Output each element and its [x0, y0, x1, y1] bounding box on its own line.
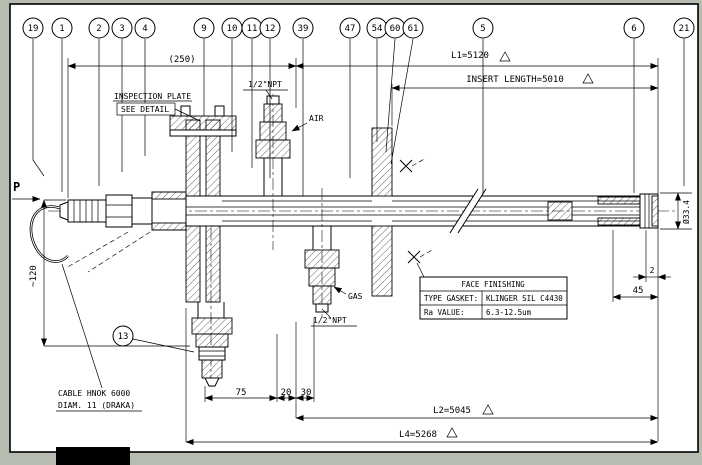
balloon-10: 10: [221, 17, 243, 39]
balloon-19-label: 19: [28, 24, 39, 34]
dim-120: ~120: [29, 199, 190, 347]
flange-2: [371, 127, 393, 297]
lance-tube: [152, 195, 658, 227]
table-ra-label: Ra VALUE:: [424, 308, 465, 317]
npt-air-label: 1/2"NPT: [243, 80, 288, 100]
gas-label: GAS: [333, 286, 363, 301]
dim-insert-text: INSERT LENGTH=5010: [466, 75, 564, 85]
balloon-61: 61: [402, 17, 424, 39]
balloon-12-label: 12: [265, 24, 276, 34]
table-title: FACE FINISHING: [461, 280, 525, 289]
dim-120-text: ~120: [29, 265, 39, 287]
balloon-61-label: 61: [408, 24, 419, 34]
revision-triangle-icon: [499, 51, 511, 62]
inspection-note-line2: SEE DETAIL: [121, 105, 169, 114]
dim-l4: L4=5268: [185, 308, 659, 445]
gas-fitting: [304, 226, 340, 313]
inspection-note-line1: INSPECTION PLATE: [114, 92, 191, 101]
balloon-60: 60: [384, 17, 406, 39]
break-lines: [449, 188, 487, 234]
drain-pipe-fitting: [191, 302, 233, 387]
surface-finish-marks: [399, 157, 433, 278]
balloon-4-label: 4: [142, 24, 147, 34]
npt-gas-label: 1/2"NPT: [311, 308, 357, 327]
balloon-2-label: 2: [96, 24, 101, 34]
air-text: AIR: [309, 114, 324, 123]
dim-l1-text: L1=5120: [451, 51, 489, 61]
balloon-4: 4: [134, 17, 156, 39]
balloon-54: 54: [366, 17, 388, 39]
inspection-plate: [169, 105, 237, 137]
balloon-3-label: 3: [119, 24, 124, 34]
balloon-1-label: 1: [59, 24, 64, 34]
face-finishing-table: FACE FINISHING TYPE GASKET: KLINGER SIL …: [419, 276, 568, 320]
gas-text: GAS: [348, 292, 363, 301]
dim-75-20-30: 75 20 30: [204, 318, 315, 402]
dim-20-text: 20: [281, 388, 292, 398]
cable-note-line1: CABLE HNOK 6000: [58, 389, 130, 398]
balloon-47: 47: [339, 17, 361, 39]
dim-2-text: 2: [650, 266, 655, 275]
balloon-10-label: 10: [227, 24, 238, 34]
table-gasket-value: KLINGER SIL C4430: [486, 294, 563, 303]
balloon-6-label: 6: [631, 24, 636, 34]
balloon-row: 19 1 2 3 4 9 10 11 12 39 47 54 60 61 5 6…: [22, 17, 695, 39]
revision-triangle-icon: [582, 73, 594, 84]
balloon-60-label: 60: [390, 24, 401, 34]
igniter-plug: [59, 191, 187, 231]
dim-75-text: 75: [236, 388, 247, 398]
balloon-13: 13: [112, 325, 134, 347]
balloon-12: 12: [259, 17, 281, 39]
dim-l2-text: L2=5045: [433, 406, 471, 416]
balloon-11-label: 11: [247, 24, 258, 34]
cable-note: CABLE HNOK 6000 DIAM. 11 (DRAKA): [56, 263, 142, 412]
balloon-11: 11: [241, 17, 263, 39]
dim-250-text: (250): [168, 55, 195, 65]
balloon-9-label: 9: [201, 24, 206, 34]
p-text: P: [13, 180, 20, 194]
balloon-19: 19: [22, 17, 44, 39]
balloon-47-label: 47: [345, 24, 356, 34]
balloon-5: 5: [472, 17, 494, 39]
title-block-fragment: [56, 447, 130, 465]
air-label: AIR: [291, 114, 324, 132]
revision-triangle-icon: [446, 427, 458, 438]
dim-l1: L1=5120: [295, 51, 659, 441]
dim-l4-text: L4=5268: [399, 430, 437, 440]
dim-2-45: 2 45: [612, 230, 671, 302]
flange-1: [185, 119, 221, 303]
dim-45-text: 45: [633, 286, 644, 296]
balloon-39-label: 39: [298, 24, 309, 34]
balloon-21: 21: [673, 17, 695, 39]
balloon-13-label: 13: [118, 332, 129, 342]
inspection-note: INSPECTION PLATE SEE DETAIL: [113, 92, 201, 122]
table-gasket-label: TYPE GASKET:: [424, 294, 478, 303]
balloon-9: 9: [193, 17, 215, 39]
balloon-54-label: 54: [372, 24, 383, 34]
dim-l2: L2=5045: [295, 322, 659, 421]
dim-insert-length: INSERT LENGTH=5010: [391, 73, 659, 126]
air-fitting: [255, 95, 291, 196]
dim-diameter: Ø33.4: [660, 192, 692, 230]
balloon-1: 1: [51, 17, 73, 39]
balloon-21-label: 21: [679, 24, 690, 34]
dim-30-text: 30: [301, 388, 312, 398]
npt-gas-text: 1/2"NPT: [313, 316, 347, 325]
balloon-leaders: [32, 38, 685, 353]
balloon-3: 3: [111, 17, 133, 39]
balloon-2: 2: [88, 17, 110, 39]
balloon-39: 39: [292, 17, 314, 39]
drawing-border: [9, 3, 699, 453]
balloon-5-label: 5: [480, 24, 485, 34]
table-ra-value: 6.3-12.5um: [486, 308, 532, 317]
dim-diameter-text: Ø33.4: [681, 200, 691, 224]
cable-note-line2: DIAM. 11 (DRAKA): [58, 401, 135, 410]
npt-air-text: 1/2"NPT: [248, 80, 282, 89]
balloon-6: 6: [623, 17, 645, 39]
pressure-point-marker: P: [12, 180, 41, 202]
revision-triangle-icon: [482, 404, 494, 415]
